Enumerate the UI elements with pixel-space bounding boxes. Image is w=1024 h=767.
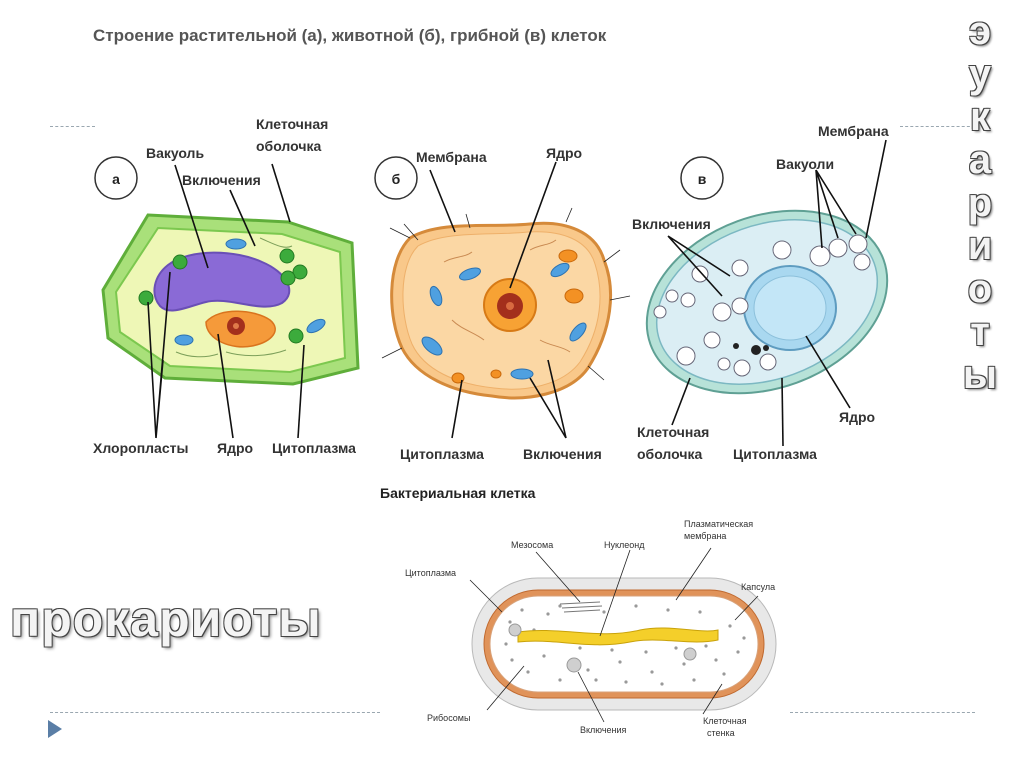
bacterial-cell bbox=[470, 548, 776, 722]
bacteria-capsule-label: Капсула bbox=[741, 582, 775, 592]
bacteria-plasma-label-2: мембрана bbox=[684, 531, 726, 541]
fungal-cell bbox=[621, 140, 913, 446]
bacteria-mesosome-label: Мезосома bbox=[511, 540, 553, 550]
plant-letter: а bbox=[112, 171, 120, 187]
fungus-membrane-label: Мембрана bbox=[818, 123, 889, 139]
fungus-inclusions-label: Включения bbox=[632, 216, 711, 232]
fungus-nucleus-label: Ядро bbox=[839, 409, 875, 425]
bacteria-title: Бактериальная клетка bbox=[380, 485, 536, 501]
letter-a-marker: а bbox=[95, 157, 137, 199]
animal-letter: б bbox=[392, 171, 401, 187]
animal-cytoplasm-label: Цитоплазма bbox=[400, 446, 484, 462]
plant-chloroplasts-label: Хлоропласты bbox=[93, 440, 188, 456]
bacteria-cytoplasm-label: Цитоплазма bbox=[405, 568, 456, 578]
fungus-letter: в bbox=[698, 171, 707, 187]
fungus-cytoplasm-label: Цитоплазма bbox=[733, 446, 817, 462]
bacteria-ribosomes-label: Рибосомы bbox=[427, 713, 470, 723]
plant-wall-label-2: оболочка bbox=[256, 138, 321, 154]
fungus-wall-label-2: оболочка bbox=[637, 446, 702, 462]
animal-inclusions-label: Включения bbox=[523, 446, 602, 462]
bacteria-nucleoid-label: Нуклеонд bbox=[604, 540, 645, 550]
plant-vacuole-label: Вакуоль bbox=[146, 145, 204, 161]
plant-cell bbox=[103, 164, 358, 438]
fungus-wall-label-1: Клеточная bbox=[637, 424, 709, 440]
bacteria-wall-label-1: Клеточная bbox=[703, 716, 747, 726]
plant-inclusions-label: Включения bbox=[182, 172, 261, 188]
bacteria-inclusions-label: Включения bbox=[580, 725, 627, 735]
plant-nucleus-label: Ядро bbox=[217, 440, 253, 456]
animal-cell bbox=[382, 162, 630, 438]
plant-cytoplasm-label: Цитоплазма bbox=[272, 440, 356, 456]
plant-wall-label-1: Клеточная bbox=[256, 116, 328, 132]
letter-v-marker: в bbox=[681, 157, 723, 199]
animal-nucleus-label: Ядро bbox=[546, 145, 582, 161]
bacteria-wall-label-2: стенка bbox=[707, 728, 735, 738]
fungus-vacuoles-label: Вакуоли bbox=[776, 156, 834, 172]
bacteria-plasma-label-1: Плазматическая bbox=[684, 519, 753, 529]
letter-b-marker: б bbox=[375, 157, 417, 199]
animal-membrane-label: Мембрана bbox=[416, 149, 487, 165]
